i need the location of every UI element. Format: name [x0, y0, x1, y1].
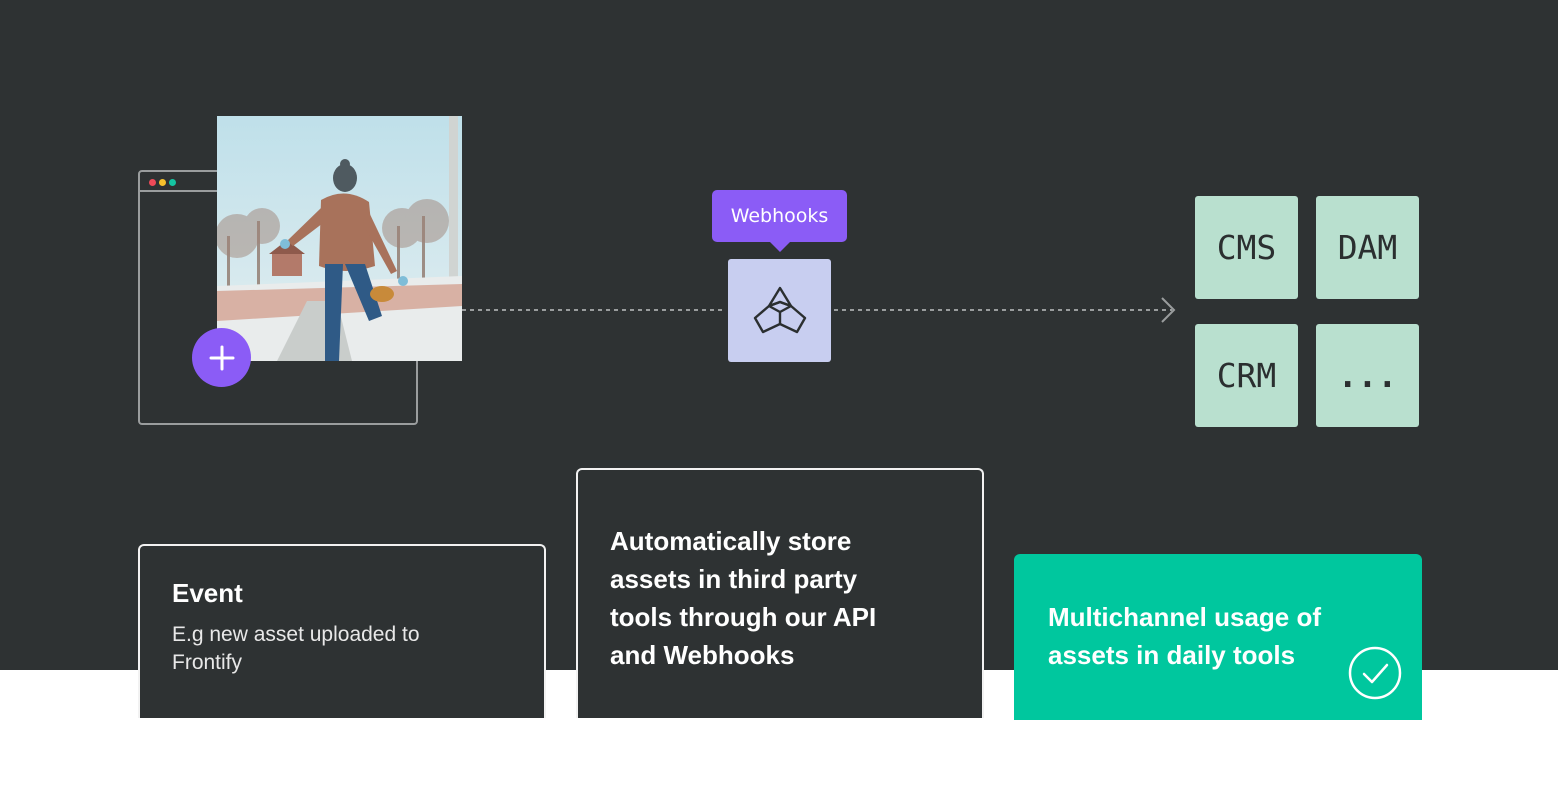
add-icon — [209, 345, 234, 370]
tool-tile-cms: CMS — [1195, 196, 1298, 299]
checkmark-icon — [1348, 646, 1402, 700]
add-asset-button[interactable] — [192, 328, 251, 387]
store-card: Automatically store assets in third part… — [576, 468, 984, 718]
multichannel-card: Multichannel usage of assets in daily to… — [1014, 554, 1422, 720]
webhooks-label: Webhooks — [730, 205, 829, 227]
event-card-description: E.g new asset uploaded to Frontify — [172, 623, 420, 674]
frontify-logo-icon — [753, 286, 806, 333]
tool-tile-dam: DAM — [1316, 196, 1419, 299]
multichannel-card-title: Multichannel usage of assets in daily to… — [1048, 602, 1322, 670]
tool-tile-crm: CRM — [1195, 324, 1298, 427]
tool-tile-more: ... — [1316, 324, 1419, 427]
window-minimize-dot — [159, 179, 166, 186]
store-card-title: Automatically store assets in third part… — [610, 526, 877, 670]
uploaded-asset-photo — [217, 116, 462, 361]
tool-tile-label: DAM — [1337, 228, 1398, 267]
tool-tile-label: CRM — [1216, 356, 1277, 395]
event-card: Event E.g new asset uploaded to Frontify — [138, 544, 546, 718]
window-close-dot — [149, 179, 156, 186]
window-maximize-dot — [169, 179, 176, 186]
api-webhook-node — [728, 259, 831, 362]
tool-tile-label: CMS — [1216, 228, 1277, 267]
event-card-title: Event — [172, 578, 243, 608]
webhooks-label-tag: Webhooks — [712, 190, 847, 252]
tool-tile-label: ... — [1337, 356, 1398, 395]
